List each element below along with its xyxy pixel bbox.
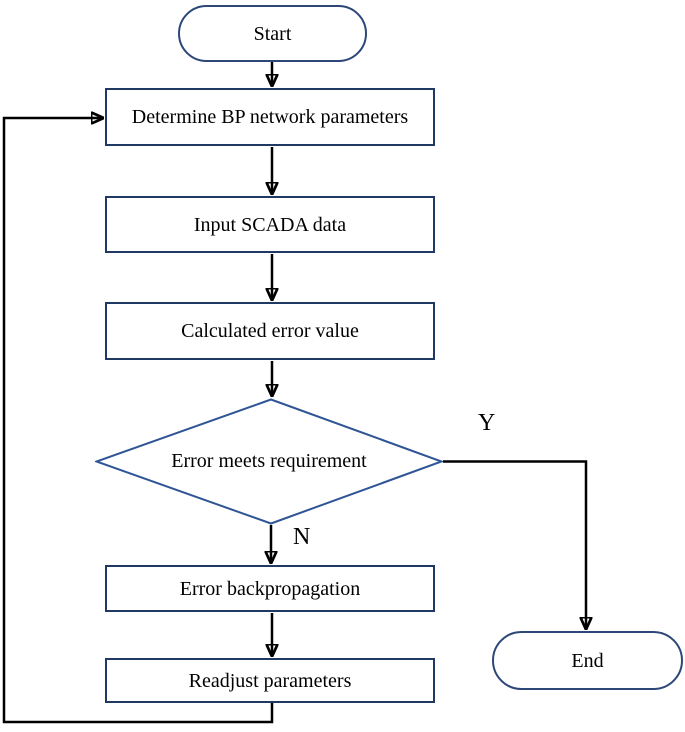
- node-input-scada-data: Input SCADA data: [105, 196, 435, 253]
- decision-diamond-polygon: [95, 398, 443, 525]
- node-error-backpropagation: Error backpropagation: [105, 565, 435, 612]
- node-input-label: Input SCADA data: [193, 213, 347, 236]
- node-backprop-label: Error backpropagation: [179, 577, 361, 600]
- node-decision-label: Error meets requirement: [171, 450, 367, 472]
- edge-decision-yes-to-end: [443, 460, 586, 629]
- node-end: End: [492, 631, 683, 690]
- node-readjust-label: Readjust parameters: [188, 669, 352, 692]
- branch-label-no: N: [293, 524, 311, 550]
- node-calculate-label: Calculated error value: [181, 320, 359, 342]
- branch-label-yes: Y: [478, 410, 496, 436]
- node-decision-error-meets-requirement: Error meets requirement: [95, 398, 443, 525]
- node-calculated-error-value: Calculated error value: [105, 302, 435, 360]
- decision-diamond-shape: [95, 398, 443, 525]
- node-start-label: Start: [253, 22, 292, 45]
- node-end-label: End: [571, 649, 604, 672]
- node-determine-label: Determine BP network parameters: [131, 106, 409, 128]
- node-start: Start: [178, 5, 367, 62]
- node-determine-bp-parameters: Determine BP network parameters: [105, 88, 435, 146]
- node-readjust-parameters: Readjust parameters: [105, 658, 435, 703]
